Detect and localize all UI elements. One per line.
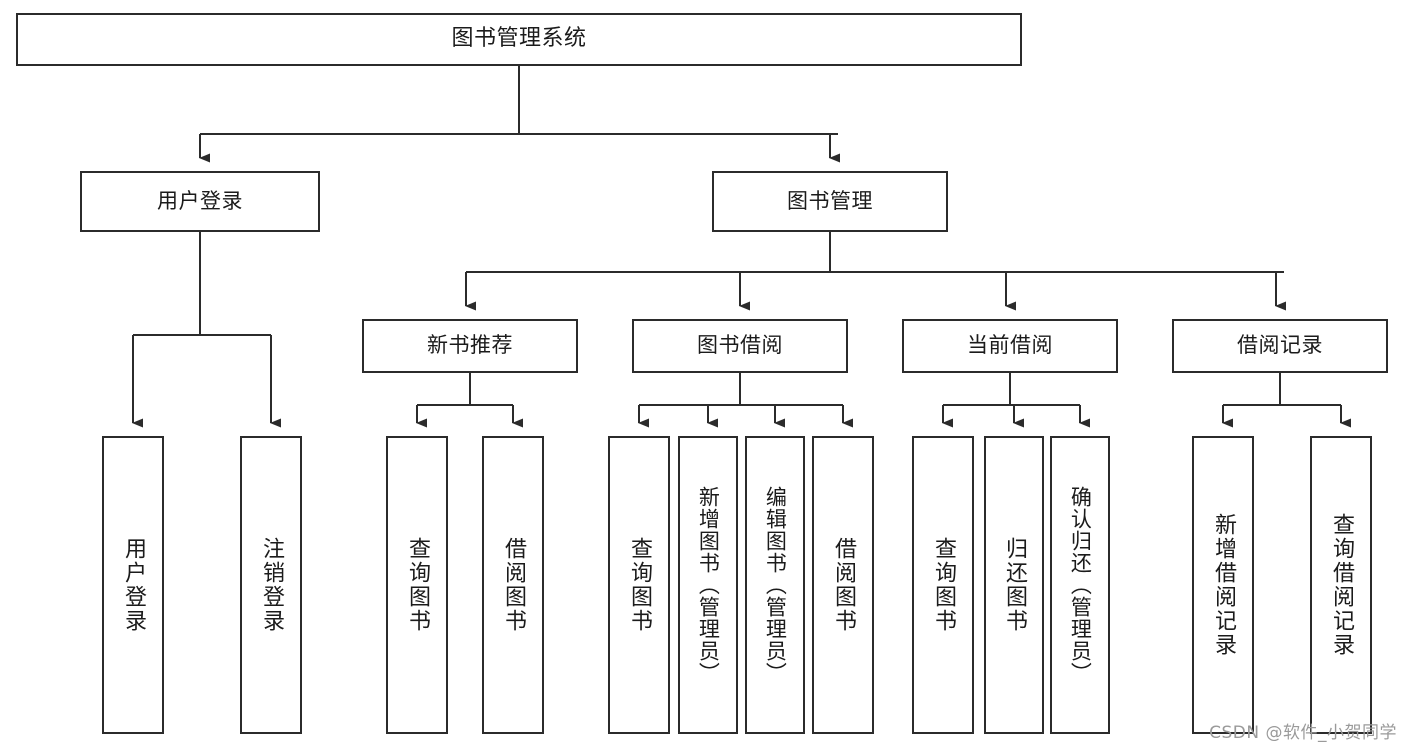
node-leaf-query-book-3[interactable]: 查询图书 <box>912 436 974 734</box>
node-current-borrow-label: 当前借阅 <box>967 333 1053 358</box>
node-leaf-confirm-return-admin[interactable]: 确认归还（管理员） <box>1050 436 1110 734</box>
node-leaf-add-book-admin[interactable]: 新增图书（管理员） <box>678 436 738 734</box>
node-leaf-query-borrow-record-label: 查询借阅记录 <box>1328 513 1354 657</box>
node-root-label: 图书管理系统 <box>451 26 587 52</box>
node-leaf-return-book-label: 归还图书 <box>1001 537 1027 633</box>
node-root[interactable]: 图书管理系统 <box>16 13 1022 66</box>
node-leaf-borrow-book-2[interactable]: 借阅图书 <box>812 436 874 734</box>
node-user-login[interactable]: 用户登录 <box>80 171 320 232</box>
watermark-text: CSDN @软件_小贺同学 <box>1209 723 1397 743</box>
node-leaf-logout-login[interactable]: 注销登录 <box>240 436 302 734</box>
node-leaf-query-book-1[interactable]: 查询图书 <box>386 436 448 734</box>
node-borrow-record[interactable]: 借阅记录 <box>1172 319 1388 373</box>
node-leaf-query-book-3-label: 查询图书 <box>930 537 956 633</box>
node-borrow-record-label: 借阅记录 <box>1237 333 1323 358</box>
node-leaf-borrow-book-1-label: 借阅图书 <box>500 537 526 633</box>
node-current-borrow[interactable]: 当前借阅 <box>902 319 1118 373</box>
node-leaf-return-book[interactable]: 归还图书 <box>984 436 1044 734</box>
node-book-borrow[interactable]: 图书借阅 <box>632 319 848 373</box>
node-leaf-query-borrow-record[interactable]: 查询借阅记录 <box>1310 436 1372 734</box>
node-book-manage[interactable]: 图书管理 <box>712 171 948 232</box>
node-leaf-user-login-label: 用户登录 <box>120 537 146 633</box>
node-leaf-confirm-return-admin-label: 确认归还（管理员） <box>1068 486 1093 684</box>
node-leaf-query-book-1-label: 查询图书 <box>404 537 430 633</box>
node-leaf-add-borrow-record-label: 新增借阅记录 <box>1210 513 1236 657</box>
node-user-login-label: 用户登录 <box>157 188 243 213</box>
node-leaf-add-borrow-record[interactable]: 新增借阅记录 <box>1192 436 1254 734</box>
node-leaf-edit-book-admin-label: 编辑图书（管理员） <box>763 486 788 684</box>
node-leaf-add-book-admin-label: 新增图书（管理员） <box>696 486 721 684</box>
node-leaf-edit-book-admin[interactable]: 编辑图书（管理员） <box>745 436 805 734</box>
node-leaf-user-login[interactable]: 用户登录 <box>102 436 164 734</box>
node-new-book-recommend-label: 新书推荐 <box>427 333 513 358</box>
node-leaf-query-book-2-label: 查询图书 <box>626 537 652 633</box>
node-leaf-borrow-book-1[interactable]: 借阅图书 <box>482 436 544 734</box>
node-book-borrow-label: 图书借阅 <box>697 333 783 358</box>
node-leaf-logout-login-label: 注销登录 <box>258 537 284 633</box>
node-leaf-borrow-book-2-label: 借阅图书 <box>830 537 856 633</box>
node-book-manage-label: 图书管理 <box>787 188 873 213</box>
node-new-book-recommend[interactable]: 新书推荐 <box>362 319 578 373</box>
node-leaf-query-book-2[interactable]: 查询图书 <box>608 436 670 734</box>
